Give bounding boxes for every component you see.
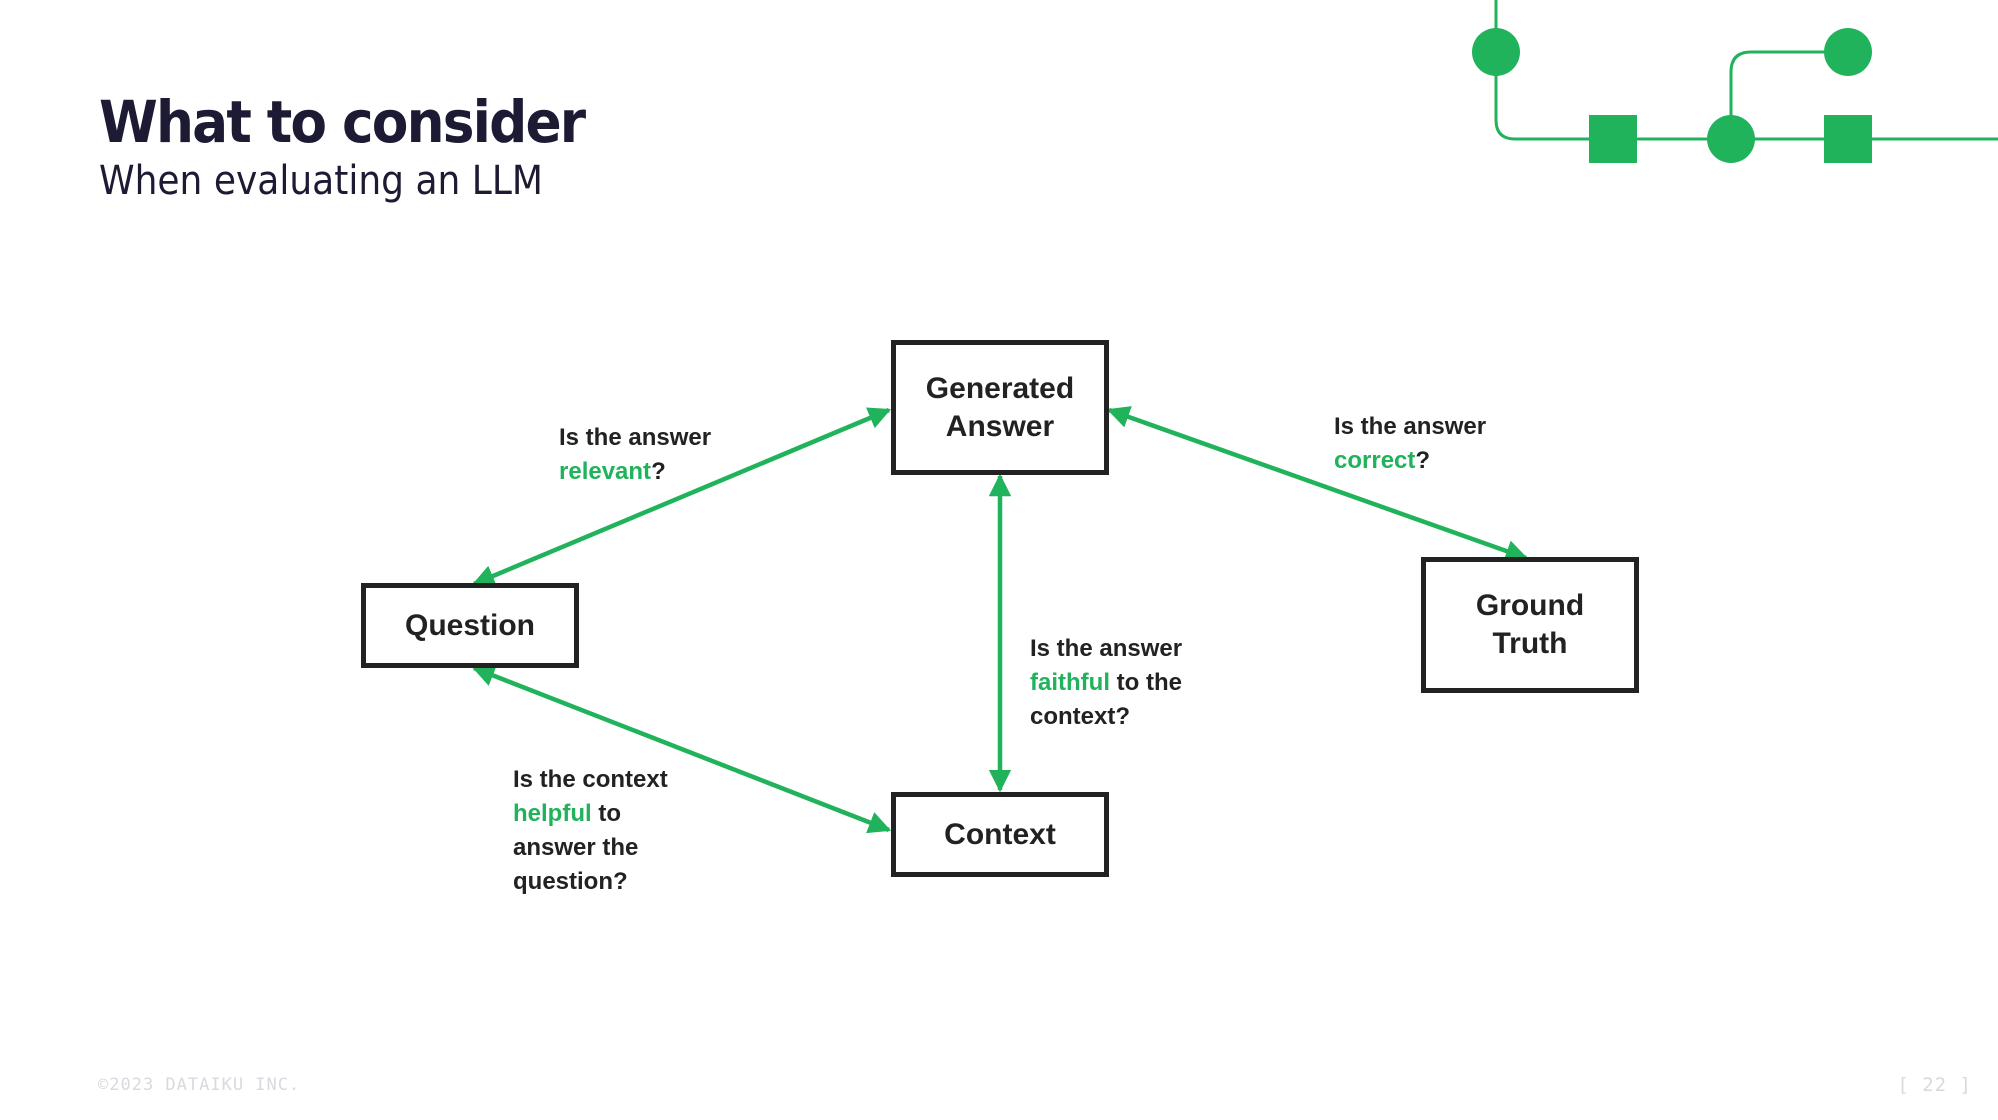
edge-label-helpful: Is the context helpful to answer the que… — [513, 763, 668, 899]
circuit-node-icon — [1824, 28, 1872, 76]
edge-label-correct: Is the answer correct? — [1334, 410, 1486, 478]
circuit-node-icon — [1472, 28, 1520, 76]
edge-label-faithful: Is the answer faithful to the context? — [1030, 632, 1182, 734]
page-title: What to consider — [99, 88, 586, 156]
edge-label-line: answer the — [513, 834, 639, 861]
page-number: [ 22 ] — [1897, 1074, 1972, 1096]
node-context: Context — [891, 792, 1109, 877]
edge-label-line: Is the context — [513, 766, 668, 793]
edge-label-line: context? — [1030, 703, 1131, 730]
edge-label-suffix: to — [591, 800, 621, 827]
node-generated-answer-label: Generated Answer — [925, 371, 1075, 443]
edge-label-highlight: relevant — [559, 458, 652, 485]
edge-label-suffix: to the — [1109, 669, 1182, 696]
circuit-square-icon — [1824, 115, 1872, 163]
arrow-generated-ground-truth — [1106, 406, 1529, 562]
edge-label-relevant: Is the answer relevant? — [559, 421, 711, 489]
edge-label-highlight: faithful — [1030, 669, 1110, 696]
footer-copyright: ©2023 DATAIKU INC. — [98, 1075, 301, 1095]
node-context-label: Context — [944, 817, 1056, 851]
arrow-question-generated — [471, 407, 892, 587]
node-question: Question — [361, 583, 579, 668]
node-generated-answer: Generated Answer — [891, 340, 1109, 475]
arrow-question-context — [471, 664, 892, 834]
node-question-label: Question — [404, 608, 535, 642]
edge-label-suffix: ? — [651, 458, 666, 485]
circuit-node-icon — [1707, 115, 1755, 163]
edge-label-highlight: helpful — [513, 800, 592, 827]
edge-label-highlight: correct — [1334, 447, 1416, 474]
edge-label-line: Is the answer — [559, 424, 712, 451]
edge-label-line: question? — [513, 868, 628, 895]
circuit-square-icon — [1589, 115, 1637, 163]
page-subtitle: When evaluating an LLM — [99, 158, 543, 204]
edge-label-line: Is the answer — [1334, 413, 1487, 440]
node-ground-truth: Ground Truth — [1421, 557, 1639, 693]
edge-label-line: Is the answer — [1030, 635, 1183, 662]
node-ground-truth-label: Ground Truth — [1475, 589, 1585, 660]
edge-label-suffix: ? — [1415, 447, 1431, 474]
